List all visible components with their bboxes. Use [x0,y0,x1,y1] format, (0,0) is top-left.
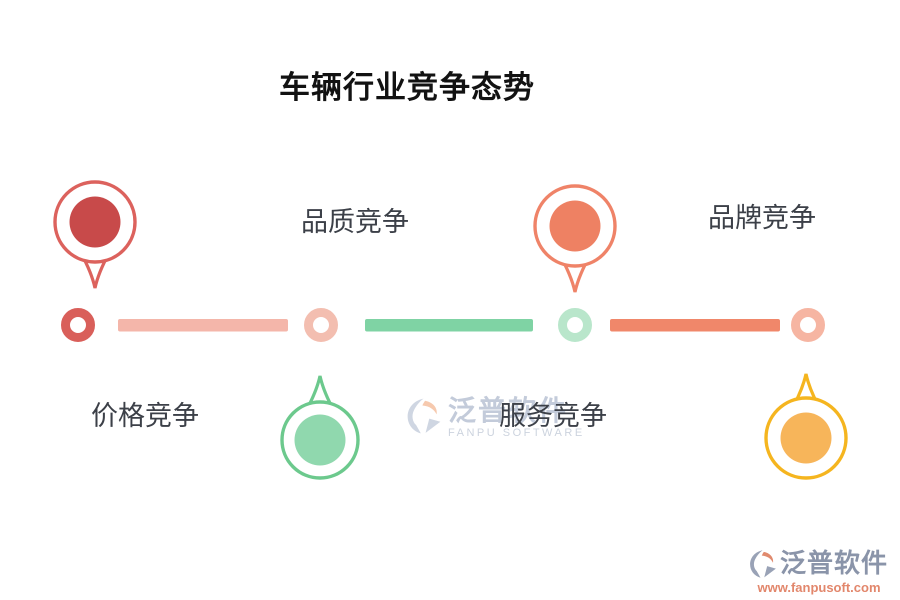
balloon-inner-circle [780,412,832,464]
logo-accent-shape [761,551,774,563]
watermark-subtitle-text: FANPU SOFTWARE [448,427,585,439]
watermark-center: 泛普软件 FANPU SOFTWARE [405,397,585,439]
watermark-brand-text: 泛普软件 [780,549,889,578]
milestone-label-price: 价格竞争 [91,401,199,431]
logo-swoosh-shape [750,550,763,578]
logo-accent-shape [422,400,437,415]
logo-swoosh-shape [407,398,424,434]
milestone-label-brand: 品牌竞争 [708,203,816,233]
logo-triangle-shape [425,418,441,433]
watermark-url-text: www.fanpusoft.com [757,580,881,595]
milestone-label-service: 服务竞争 [499,401,607,431]
watermark-corner-row: 泛普软件 [748,549,890,579]
watermark-center-text: 泛普软件 FANPU SOFTWARE [448,396,585,440]
timeline-node-ring-service [558,308,592,342]
logo-triangle-shape [764,566,776,578]
timeline-node-ring-price [61,308,95,342]
watermark-brand-text: 泛普软件 [448,396,569,427]
balloon-inner-circle [69,196,121,248]
diagram-title: 车辆行业竞争态势 [279,70,535,105]
balloon-inner-circle [549,200,601,252]
timeline-line [61,308,825,342]
watermark-corner: 泛普软件 www.fanpusoft.com [748,549,890,595]
timeline-node-ring-quality [304,308,338,342]
timeline-segment-3 [610,319,780,332]
balloon-marker-icon-brand [764,373,848,480]
balloon-inner-circle [294,414,346,466]
balloon-marker-icon-service [533,184,617,293]
balloon-marker-icon-price [53,180,137,289]
fanpu-logo-icon [407,398,441,434]
timeline-node-ring-brand [791,308,825,342]
timeline-segment-2 [365,319,533,332]
milestone-label-quality: 品质竞争 [301,207,409,237]
timeline-segment-1 [118,319,288,332]
balloon-marker-icon-quality [280,375,360,480]
fanpu-logo-icon [750,550,776,578]
